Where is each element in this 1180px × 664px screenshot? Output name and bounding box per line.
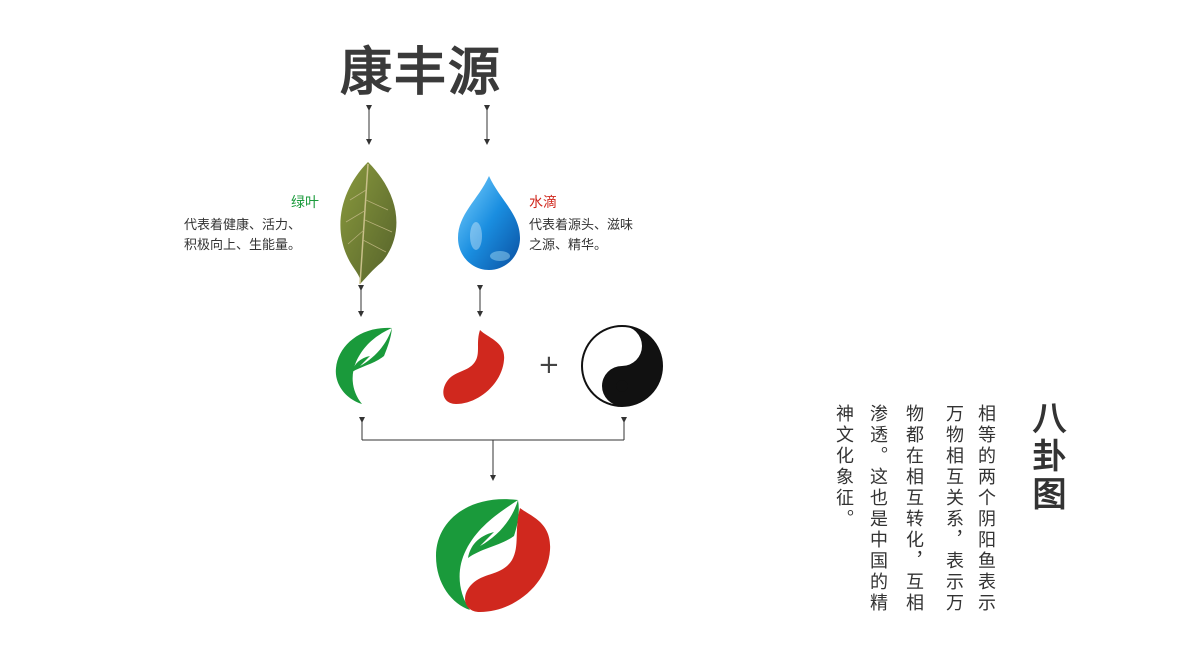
plus-sign: +	[538, 350, 560, 380]
leaf-desc-line-2: 积极向上、生能量。	[184, 238, 302, 253]
drop-label: 水滴	[529, 195, 557, 211]
bagua-text-column-3: 物都在相互转化，互相	[903, 404, 924, 614]
bagua-text-column-4: 渗透。这也是中国的精	[867, 404, 888, 614]
water-drop-icon	[458, 176, 520, 270]
drop-desc-line-2: 之源、精华。	[529, 238, 608, 253]
leaf-desc-line-1: 代表着健康、活力、	[184, 218, 302, 233]
merge-connector	[359, 417, 627, 481]
red-drop-logo-icon	[443, 330, 505, 404]
leaf-icon	[340, 162, 397, 285]
bagua-text-column-2: 万物相互关系，表示万	[943, 404, 964, 614]
combined-logo-icon	[436, 499, 551, 612]
leaf-label: 绿叶	[291, 195, 319, 211]
drop-description: 代表着源头、滋味 之源、精华。	[529, 216, 689, 256]
bagua-text-column-5: 神文化象征。	[833, 404, 854, 530]
bagua-text-column-1: 相等的两个阴阳鱼表示	[975, 404, 996, 614]
green-leaf-logo-icon	[335, 327, 392, 404]
yin-yang-icon	[581, 325, 663, 407]
bagua-title: 八卦图	[1026, 400, 1066, 514]
drop-desc-line-1: 代表着源头、滋味	[529, 218, 634, 233]
brand-title: 康丰源	[340, 43, 503, 103]
leaf-description: 代表着健康、活力、 积极向上、生能量。	[184, 216, 344, 256]
